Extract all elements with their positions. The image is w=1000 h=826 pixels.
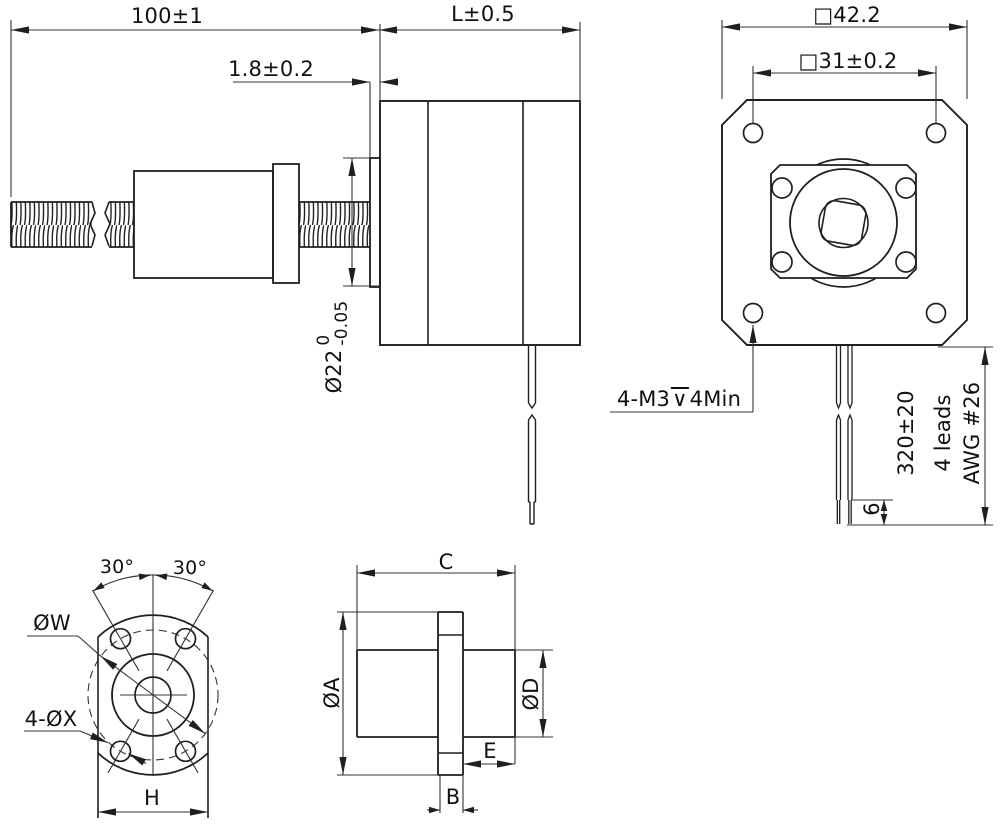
dim-cylinder-dia <box>515 649 553 738</box>
mounting-hole <box>174 627 197 650</box>
motor-body-joints <box>427 101 524 345</box>
dim-overall-length <box>10 20 381 197</box>
flange-hole <box>771 177 793 199</box>
dim-label-lead-length: 320±20 <box>894 390 918 476</box>
pilot-circle <box>789 168 898 277</box>
dim-label-cylinder-dia: ØD <box>519 677 543 711</box>
lead-screw-thread <box>10 201 370 248</box>
dim-mounting-pitch <box>752 66 937 123</box>
dim-cylinder-length <box>463 737 516 768</box>
corner-tapped-hole <box>742 302 764 324</box>
dim-label-strip-length: 6 <box>860 502 884 516</box>
nut-side-view <box>337 565 553 814</box>
dim-label-face-size: □42.2 <box>813 3 881 27</box>
flat-edges <box>97 637 209 818</box>
dim-motor-length <box>379 22 581 101</box>
dim-strip-length <box>852 499 893 525</box>
tap-prefix: 4-M3 <box>616 387 671 411</box>
side-view <box>10 20 581 525</box>
flange-hole <box>895 251 917 273</box>
tap-suffix: 4Min <box>689 387 742 411</box>
label-lead-count: 4 leads <box>931 394 955 472</box>
motor-body <box>379 100 581 346</box>
dim-label-angle-right: 30° <box>172 557 208 579</box>
dim-boss-protrusion <box>233 78 398 158</box>
flange-hole <box>771 251 793 273</box>
flange-chamfer-lines <box>438 634 463 754</box>
nut-flange <box>272 163 300 284</box>
boss-diameter-nominal: Ø22 <box>322 349 346 394</box>
corner-tapped-hole <box>925 302 947 324</box>
flange-hole <box>895 177 917 199</box>
dim-label-motor-length: L±0.5 <box>451 2 515 26</box>
dim-label-flange-thickness: B <box>445 785 461 809</box>
bare-leads <box>836 500 852 524</box>
pilot-cylinder <box>463 649 516 738</box>
dim-label-cylinder-length: E <box>483 739 497 763</box>
tap-callout-leader <box>610 325 757 413</box>
dim-label-boss-protrusion: 1.8±0.2 <box>228 57 314 81</box>
nut-body <box>133 170 274 279</box>
dim-label-angle-left: 30° <box>99 556 135 578</box>
dim-label-mounting-pitch: □31±0.2 <box>798 49 898 73</box>
front-nut-flange <box>770 164 917 279</box>
boss-tol-lower: -0.05 <box>332 300 352 346</box>
dim-label-flange-dia: ØA <box>320 677 344 709</box>
nut-body-outline <box>356 649 438 738</box>
motor-wire <box>527 345 537 525</box>
mounting-hole <box>174 740 197 763</box>
label-wire-gauge: AWG #26 <box>960 381 984 485</box>
dim-lead-length <box>847 346 993 526</box>
dim-boss-diameter <box>343 157 380 287</box>
dim-label-nut-length: C <box>438 550 454 574</box>
flange-outline <box>437 611 464 776</box>
front-view <box>610 20 993 526</box>
dim-label-width-flats: H <box>144 786 160 810</box>
dim-label-hole-callout: 4-ØX <box>24 707 78 731</box>
corner-tapped-hole <box>742 122 764 144</box>
dim-face-size <box>721 20 968 99</box>
dim-bolt-circle <box>27 635 206 735</box>
dim-hole-diameter <box>24 730 147 766</box>
dim-label-boss-diameter: Ø22 0 -0.05 <box>314 300 352 394</box>
dim-label-bolt-circle: ØW <box>33 611 71 635</box>
mounting-hole <box>109 627 132 650</box>
dim-flange-thickness <box>427 775 478 814</box>
lead-wires <box>835 345 853 524</box>
screw-break <box>89 201 96 247</box>
nut-front-view <box>24 573 219 818</box>
dim-flange-dia <box>337 611 438 776</box>
dim-label-overall-length: 100±1 <box>130 4 204 28</box>
screw-thread-profile <box>820 199 867 247</box>
depth-symbol-icon: ∨ <box>671 387 689 411</box>
screw-bore <box>818 197 869 249</box>
tap-callout-label: 4-M3∨4Min <box>617 387 741 411</box>
screw-break <box>104 201 111 247</box>
dim-overall <box>356 565 516 650</box>
corner-tapped-hole <box>925 122 947 144</box>
dim-hole-angles <box>92 573 214 592</box>
mounting-hole <box>109 740 132 763</box>
shaft-boss <box>369 157 381 288</box>
